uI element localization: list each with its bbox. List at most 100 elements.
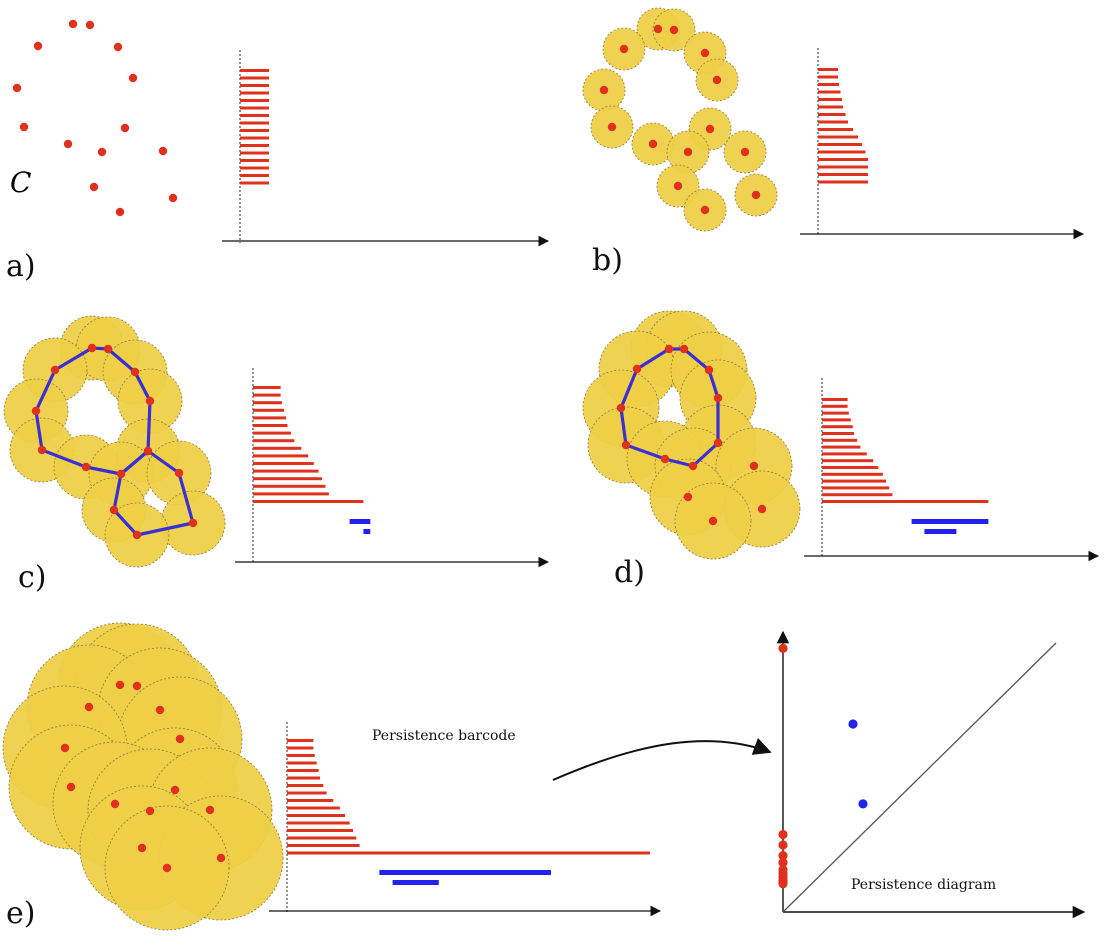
h0-bar-b-3 — [818, 90, 841, 94]
h0-bar-a-10 — [240, 144, 269, 147]
h0-bar-b-7 — [818, 120, 848, 124]
h0-bar-c-14 — [253, 492, 329, 496]
h0-bar-e-9 — [287, 806, 340, 810]
point-d-5 — [616, 403, 626, 413]
h0-bar-d-11 — [822, 472, 883, 476]
h0-bar-b-10 — [818, 143, 862, 146]
h0-bar-e-10 — [287, 814, 346, 817]
pd-h0-point-10 — [778, 643, 788, 653]
point-b-7 — [705, 124, 715, 134]
point-e-9 — [145, 806, 155, 816]
persistence-barcode-caption: Persistence barcode — [372, 728, 516, 744]
point-e-11 — [137, 843, 147, 853]
point-c-0 — [87, 343, 97, 353]
point-a-6 — [19, 122, 29, 132]
h0-bar-a-0 — [240, 69, 269, 72]
h0-bar-d-9 — [822, 459, 874, 463]
point-d-2 — [632, 364, 642, 374]
h0-bar-d-13 — [822, 486, 890, 490]
h0-bar-b-1 — [818, 75, 838, 79]
point-a-13 — [115, 207, 125, 217]
arrow-icon — [552, 737, 772, 781]
pd-h0-point-7 — [778, 851, 788, 861]
h1-bar-e-1 — [392, 880, 439, 885]
point-a-5 — [12, 83, 22, 93]
h0-bar-b-6 — [818, 113, 846, 116]
point-e-3 — [155, 705, 165, 715]
point-d-8 — [660, 454, 670, 464]
h0-bar-a-9 — [240, 136, 269, 140]
point-a-7 — [120, 123, 130, 133]
point-a-8 — [63, 139, 73, 149]
point-d-1 — [679, 344, 689, 354]
point-e-7 — [170, 785, 180, 795]
point-a-3 — [113, 42, 123, 52]
point-e-1 — [132, 681, 142, 691]
persistence-diagram-layer — [776, 630, 1086, 919]
h0-bar-c-7 — [253, 439, 295, 443]
point-b-13 — [700, 205, 710, 215]
pd-h0-point-5 — [778, 865, 788, 875]
h0-bar-a-2 — [240, 84, 269, 87]
h0-bar-e-15 — [287, 851, 650, 855]
point-b-5 — [599, 85, 609, 95]
point-a-1 — [85, 20, 95, 30]
h0-bar-a-6 — [240, 114, 269, 117]
h0-bar-a-12 — [240, 159, 269, 162]
h0-bar-e-14 — [287, 844, 360, 847]
point-a-2 — [33, 41, 43, 51]
h0-bar-e-4 — [287, 769, 319, 772]
h0-bar-c-15 — [253, 500, 364, 503]
balls-layer — [2, 7, 801, 931]
h0-bar-b-9 — [818, 135, 858, 139]
h0-bar-c-10 — [253, 462, 314, 465]
h1-bar-d-1 — [924, 529, 957, 534]
pd-h0-point-8 — [778, 840, 788, 850]
h0-bar-a-5 — [240, 106, 269, 110]
h0-bar-c-1 — [253, 393, 281, 397]
point-d-0 — [664, 344, 674, 354]
point-e-5 — [60, 743, 70, 753]
point-b-11 — [673, 181, 683, 191]
point-d-4 — [713, 393, 723, 403]
point-a-11 — [89, 182, 99, 192]
h0-bar-d-14 — [822, 493, 893, 497]
h0-bar-e-7 — [287, 791, 327, 795]
point-c-6 — [37, 445, 47, 455]
h0-bar-d-0 — [822, 398, 848, 401]
h0-bar-c-12 — [253, 477, 322, 481]
point-c-7 — [143, 446, 153, 456]
point-set-label: C — [10, 166, 31, 199]
point-a-0 — [68, 19, 78, 29]
h0-bar-c-13 — [253, 484, 326, 488]
panel-label-c: c) — [18, 560, 47, 595]
h1-bar-e-0 — [379, 870, 551, 875]
point-b-1 — [669, 25, 679, 35]
point-b-10 — [740, 147, 750, 157]
h0-bar-d-4 — [822, 425, 853, 429]
h0-bar-a-11 — [240, 151, 269, 155]
h0-bar-e-2 — [287, 754, 315, 757]
point-d-3 — [704, 365, 714, 375]
point-d-11 — [683, 492, 693, 502]
points-layer — [12, 19, 767, 873]
h0-bar-e-11 — [287, 821, 350, 825]
point-c-8 — [81, 462, 91, 472]
h0-bar-e-12 — [287, 829, 353, 832]
point-c-11 — [109, 505, 119, 515]
h0-bar-d-12 — [822, 479, 886, 483]
bars-layer — [240, 68, 989, 885]
panel-label-d: d) — [614, 555, 645, 590]
h0-bar-c-8 — [253, 446, 302, 450]
h0-bar-b-12 — [818, 158, 868, 161]
point-b-12 — [751, 190, 761, 200]
h0-bar-b-11 — [818, 150, 866, 154]
point-c-10 — [174, 468, 184, 478]
point-a-9 — [97, 147, 107, 157]
point-d-10 — [749, 461, 759, 471]
point-a-4 — [128, 73, 138, 83]
h1-bar-c-0 — [349, 519, 371, 524]
point-b-9 — [683, 147, 693, 157]
point-e-13 — [162, 863, 172, 873]
h0-bar-a-14 — [240, 174, 269, 177]
